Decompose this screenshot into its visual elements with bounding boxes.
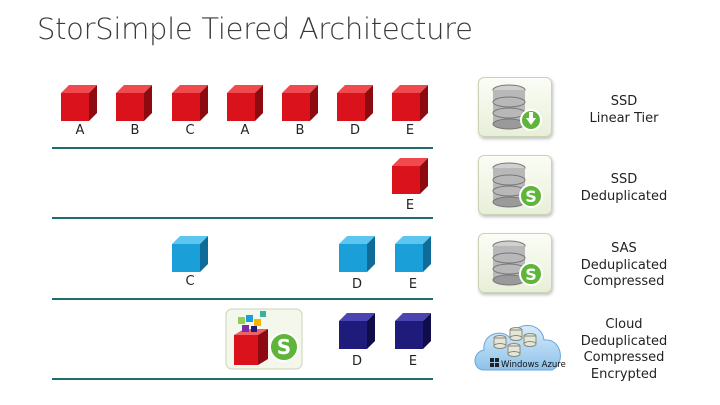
block-label: D [351, 354, 362, 369]
block-cube-red [392, 158, 428, 194]
tier-label-line: Deduplicated [580, 188, 668, 204]
tier-label-line: Encrypted [590, 366, 658, 382]
tier-label-line: SSD [610, 172, 638, 187]
block-label: C [185, 274, 195, 289]
block-label: B [130, 123, 140, 138]
tier-label-line: Linear Tier [589, 110, 659, 126]
block-label: E [408, 354, 418, 369]
tier-divider-line [52, 378, 433, 380]
block-cube-blue [339, 236, 375, 272]
block-cube-red [61, 85, 97, 121]
tier-label-line: Deduplicated [580, 333, 668, 349]
tier-divider-line [52, 298, 433, 300]
block-cube-red [227, 85, 263, 121]
tier-divider-line [52, 147, 433, 149]
block-label: C [185, 123, 195, 138]
block-cube-red [282, 85, 318, 121]
page-title: StorSimple Tiered Architecture [37, 12, 473, 46]
block-cube-navy [395, 313, 431, 349]
block-cube-red [392, 85, 428, 121]
tier-label-ssd-dedup: SSD Deduplicated [570, 172, 678, 205]
windows-azure-cloud-icon: Windows Azure [474, 325, 566, 371]
block-cube-blue [172, 236, 208, 272]
block-cube-red [172, 85, 208, 121]
tier-divider-line [52, 217, 433, 219]
block-cube-navy [339, 313, 375, 349]
tier-label-line: Compressed [583, 274, 665, 289]
tier-label-line: Compressed [583, 350, 665, 365]
windows-azure-text: Windows Azure [501, 360, 566, 370]
database-dedup-icon: S [478, 155, 552, 215]
database-download-icon [478, 77, 552, 137]
block-cube-red [116, 85, 152, 121]
tier-label-line: SSD [610, 94, 638, 109]
database-dedup-icon: S [478, 233, 552, 293]
block-label: D [349, 123, 360, 138]
block-label: E [408, 277, 418, 292]
block-label: A [75, 123, 85, 138]
block-label: E [405, 123, 415, 138]
tier-label-ssd-linear: SSD Linear Tier [570, 94, 678, 127]
svg-text:S: S [525, 187, 537, 206]
block-cube-blue [395, 236, 431, 272]
tier-label-line: Deduplicated [580, 257, 668, 273]
tier-label-sas: SAS Deduplicated Compressed [570, 241, 678, 291]
svg-text:S: S [277, 335, 291, 359]
block-label: D [351, 277, 362, 292]
tier-label-cloud: Cloud Deduplicated Compressed Encrypted [570, 317, 678, 383]
block-cube-red [337, 85, 373, 121]
dedup-engine-icon: S [225, 308, 303, 370]
tier-label-line: SAS [611, 241, 637, 256]
svg-text:S: S [525, 265, 537, 284]
block-label: B [295, 123, 305, 138]
block-label: E [405, 198, 415, 213]
block-label: A [240, 123, 250, 138]
tier-label-line: Cloud [605, 317, 643, 332]
